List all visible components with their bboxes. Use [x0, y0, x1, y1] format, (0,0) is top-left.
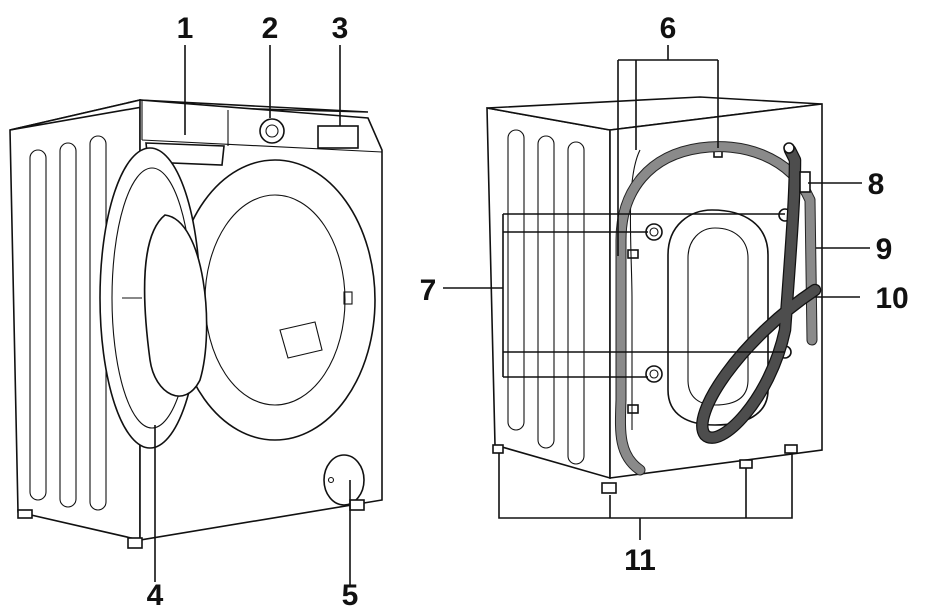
leader-lines — [154, 45, 870, 585]
front-foot — [349, 499, 365, 511]
door-glass-bowl — [143, 214, 208, 397]
leader-line-7 — [443, 213, 785, 378]
leader-line-11 — [498, 453, 793, 540]
side-vent — [59, 142, 77, 508]
door-lock-slot — [343, 291, 353, 305]
water-inlet-valve — [799, 171, 811, 193]
drum-paddle — [279, 321, 323, 359]
callout-4: 4 — [147, 579, 164, 609]
programme-selector-knob-inner — [265, 124, 279, 138]
callout-1: 1 — [177, 12, 194, 45]
callout-2: 2 — [262, 12, 279, 45]
callout-labels: 1 2 3 4 5 6 7 8 9 10 11 — [147, 12, 909, 609]
side-vent — [507, 129, 525, 431]
display-panel — [317, 125, 359, 149]
transit-bolt — [645, 223, 663, 241]
callout-9: 9 — [876, 233, 893, 266]
power-cable — [629, 149, 641, 430]
rear-foot — [492, 444, 504, 454]
transit-bolt — [645, 365, 663, 383]
front-foot — [127, 537, 143, 549]
callout-7: 7 — [420, 274, 437, 307]
callout-5: 5 — [342, 579, 359, 609]
front-view-top-panel — [9, 99, 369, 131]
rear-foot — [784, 444, 798, 454]
leader-line-6 — [617, 45, 719, 256]
pump-filter-screw — [327, 476, 335, 484]
side-vent — [567, 141, 585, 465]
callout-8: 8 — [868, 168, 885, 201]
rear-foot — [601, 482, 617, 494]
control-panel — [141, 100, 383, 153]
transit-bolt-inner — [649, 369, 659, 379]
drain-hose — [697, 145, 820, 443]
hose-connector — [783, 142, 795, 154]
callout-3: 3 — [332, 12, 349, 45]
inlet-hose — [615, 142, 817, 475]
rear-view-side-panel — [486, 107, 611, 480]
programme-selector-knob — [259, 118, 285, 144]
hose-clip — [627, 404, 639, 414]
callout-11: 11 — [624, 544, 656, 577]
front-foot — [17, 509, 33, 519]
side-vent — [29, 149, 47, 501]
front-view-washing-machine — [9, 98, 383, 549]
callout-10: 10 — [875, 282, 908, 315]
pump-filter-cover — [323, 454, 365, 506]
callout-6: 6 — [660, 12, 677, 45]
rear-access-cover-inner — [687, 227, 749, 406]
transit-bolt-inner — [649, 227, 659, 237]
rear-foot — [739, 459, 753, 469]
side-vent — [537, 135, 555, 449]
rear-view-washing-machine — [486, 96, 823, 494]
hose-clip — [627, 249, 639, 259]
